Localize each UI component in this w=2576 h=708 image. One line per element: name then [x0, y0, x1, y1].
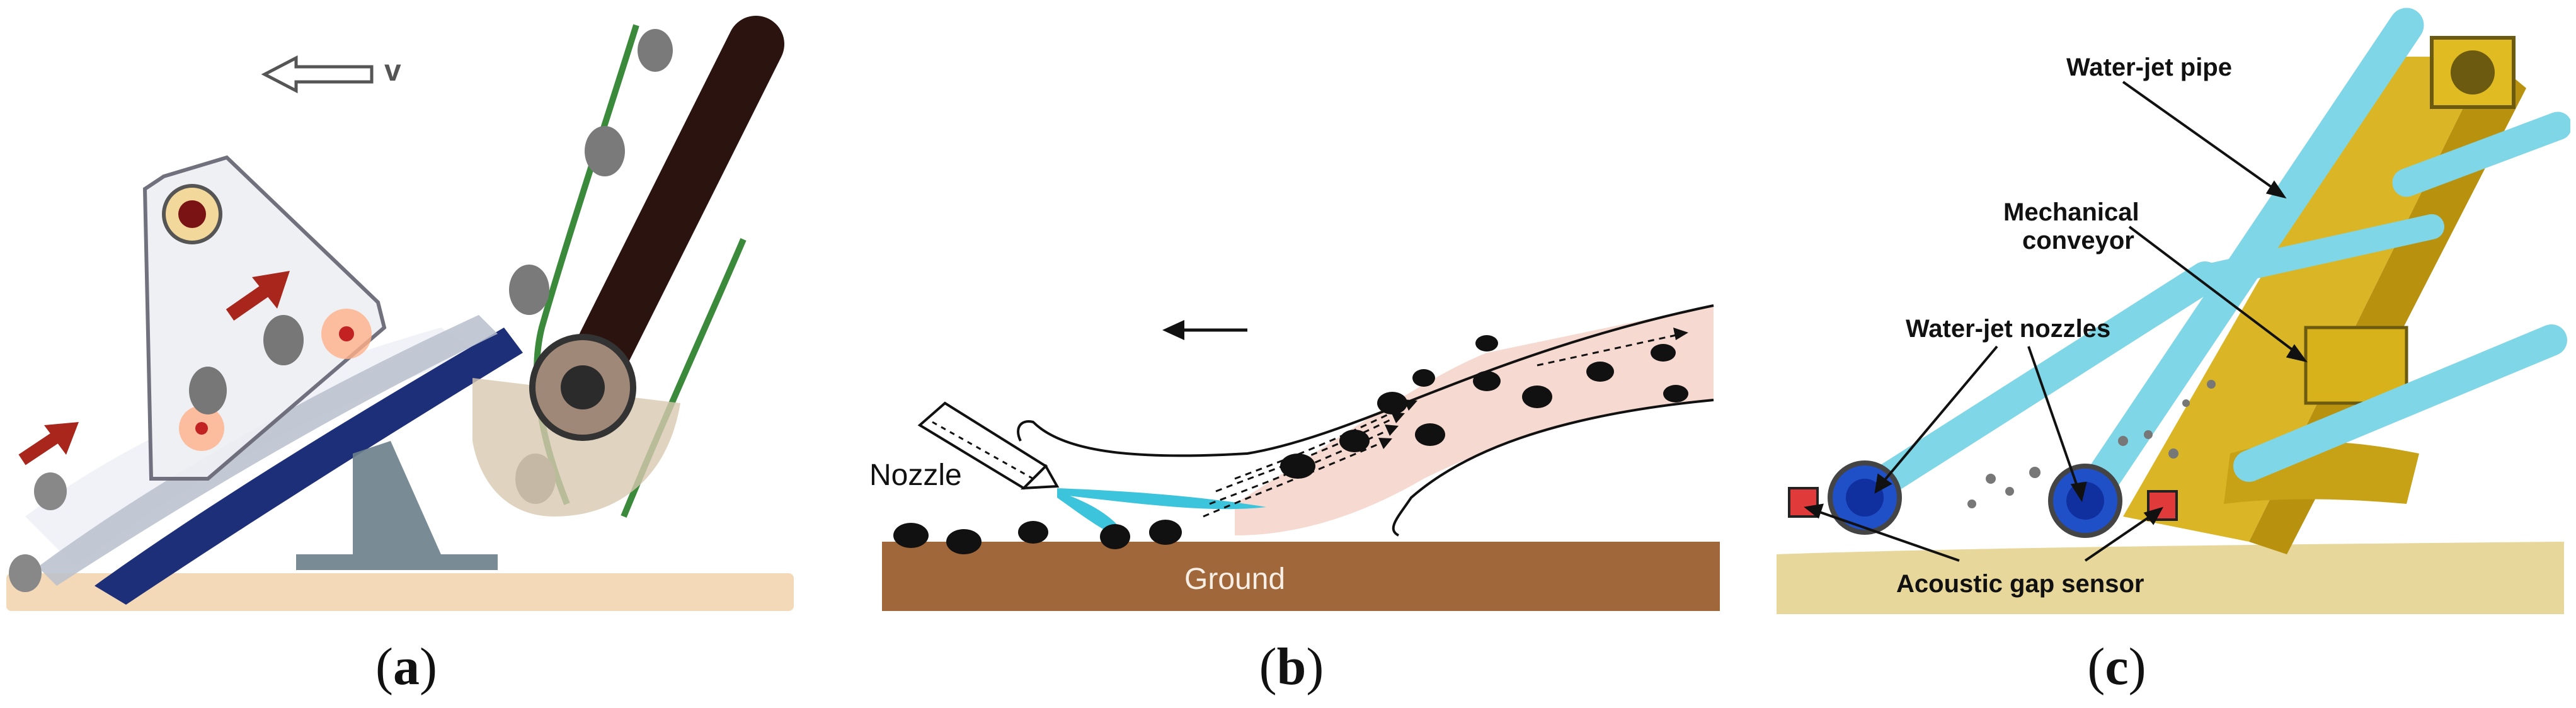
- right-nozzle-housing: [2048, 464, 2122, 538]
- acoustic-gap-sensor-label: Acoustic gap sensor: [1896, 570, 2144, 598]
- waterjet-diagram: Nozzle Ground: [869, 304, 1720, 611]
- water-jet-pipe-network: [1843, 8, 2570, 522]
- panel-c: Water-jet pipe Mechanical conveyor Water…: [1770, 0, 2570, 708]
- panel-b: Nozzle Ground (b): [857, 0, 1732, 708]
- mechanical-label-line1: Mechanical: [2003, 198, 2139, 226]
- ground-block: [882, 542, 1720, 611]
- conveyor-label-line2: conveyor: [2022, 227, 2134, 254]
- water-jet-nozzles-label: Water-jet nozzles: [1906, 315, 2110, 343]
- panel-a: v (a): [0, 0, 813, 708]
- nodules: [893, 335, 1688, 554]
- collector-hood: [1017, 304, 1714, 457]
- direction-arrow-icon: [1162, 320, 1247, 340]
- water-jet-pipe-label: Water-jet pipe: [2066, 54, 2232, 81]
- nozzle-label: Nozzle: [869, 459, 962, 492]
- collector-head-illustration: v: [6, 16, 794, 611]
- nozzle-icon: [917, 401, 1060, 490]
- red-arrow-upper-icon: [226, 271, 290, 321]
- water-jet-upper: [1057, 488, 1266, 510]
- conveyor-belt: [558, 16, 784, 413]
- velocity-arrow-icon: [261, 55, 374, 94]
- caption-b: (b): [1259, 637, 1324, 696]
- grey-ramp: [38, 315, 498, 586]
- red-arrow-lower-icon: [18, 422, 79, 465]
- sediment-particles: [1967, 380, 2216, 508]
- ground-label: Ground: [1184, 562, 1285, 596]
- collector-vehicle-render: Water-jet pipe Mechanical conveyor Water…: [1777, 8, 2570, 614]
- blue-track: [94, 328, 523, 605]
- support-stand: [296, 441, 498, 570]
- caption-c: (c): [2087, 637, 2146, 696]
- velocity-label: v: [384, 54, 401, 88]
- caption-a: (a): [375, 637, 437, 696]
- sand-floor: [1777, 542, 2564, 614]
- seabed-ground: [6, 573, 794, 611]
- sediment-plume: [1235, 305, 1714, 535]
